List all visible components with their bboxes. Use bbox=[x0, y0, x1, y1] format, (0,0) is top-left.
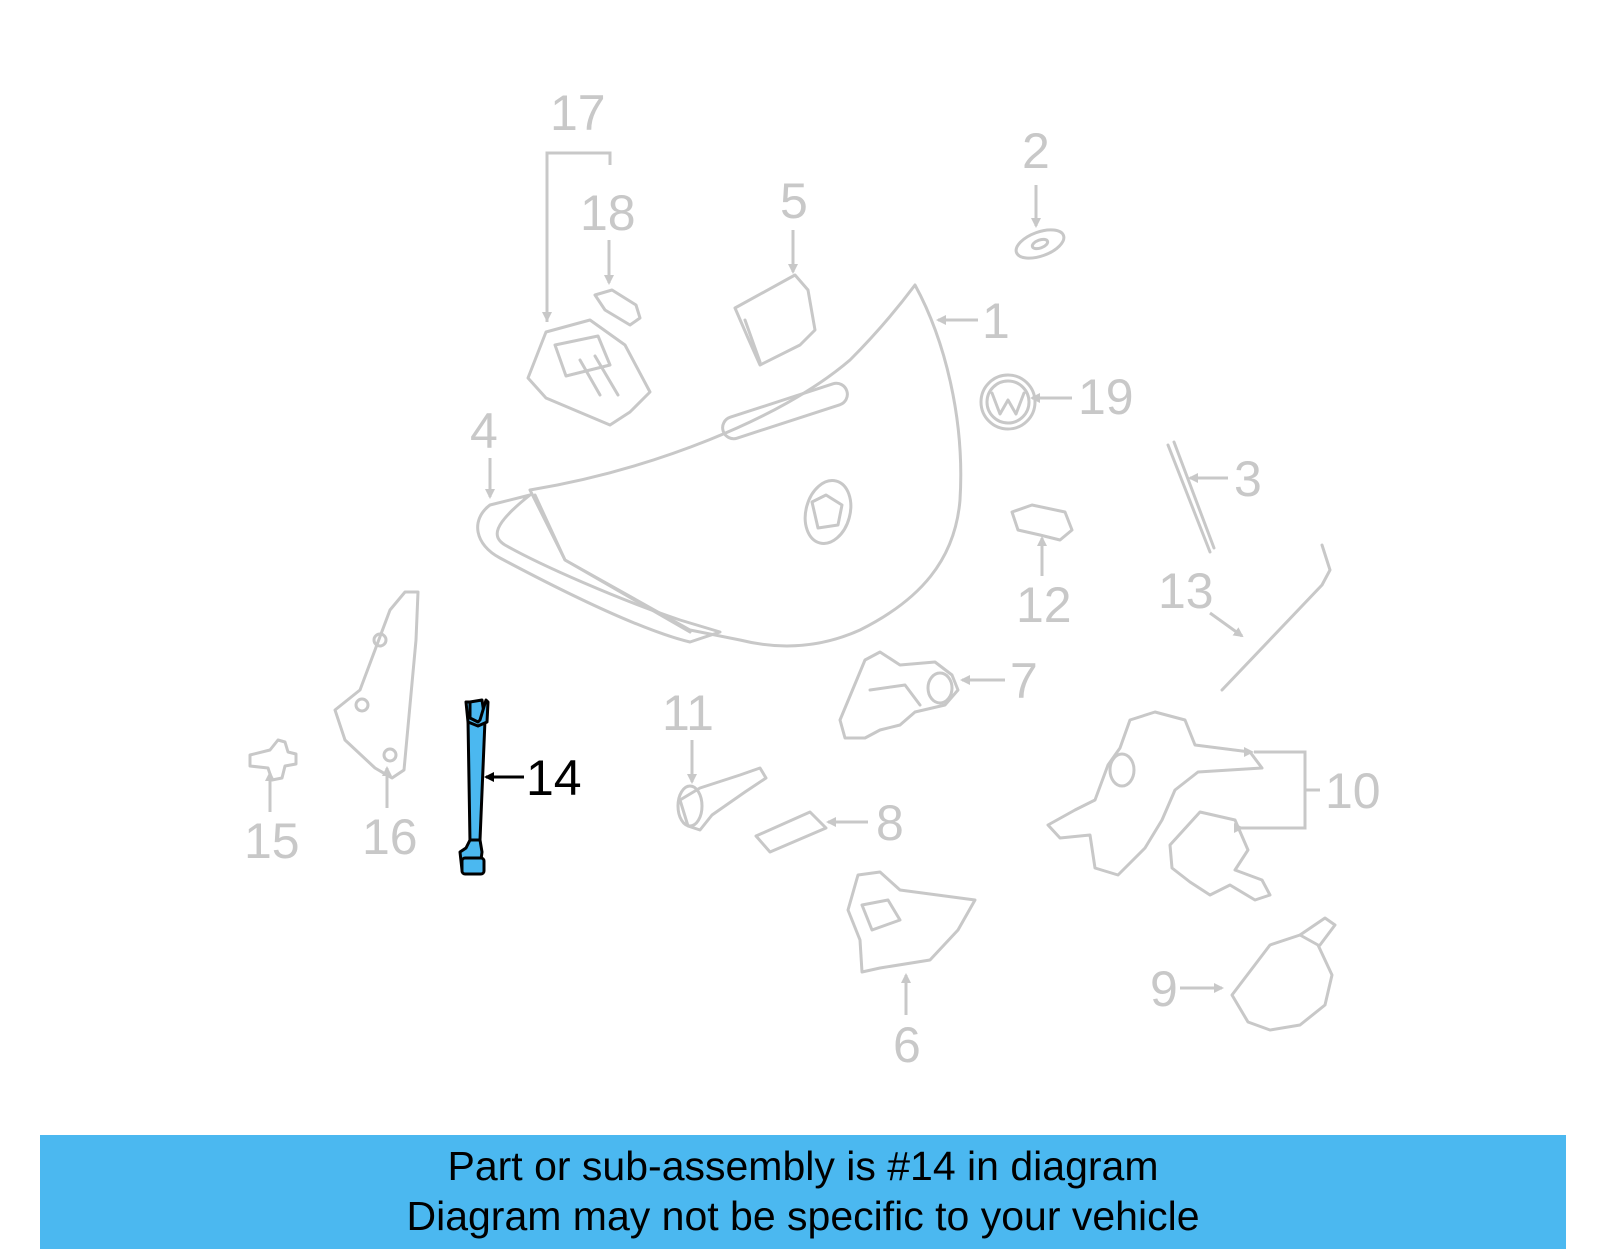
part-8-label bbox=[754, 810, 828, 854]
callout-19: 19 bbox=[1078, 369, 1134, 425]
callout-2: 2 bbox=[1022, 123, 1050, 179]
callout-14: 14 bbox=[526, 750, 582, 806]
callout-11: 11 bbox=[662, 685, 714, 741]
callout-16: 16 bbox=[362, 809, 418, 865]
part-17-lamp-housing bbox=[526, 318, 652, 427]
callout-labels: 1 2 3 4 5 6 7 8 9 10 11 12 13 14 15 16 1… bbox=[244, 85, 1381, 1073]
leader-17 bbox=[545, 151, 612, 322]
leader-lines bbox=[265, 151, 1320, 1015]
part-19-emblem bbox=[979, 373, 1037, 431]
callout-1: 1 bbox=[982, 293, 1010, 349]
part-4-lid-trim bbox=[476, 493, 722, 644]
banner-line-2: Diagram may not be specific to your vehi… bbox=[406, 1193, 1200, 1239]
part-6-latch bbox=[846, 870, 977, 974]
part-9-actuator bbox=[1230, 916, 1337, 1032]
part-1-trunk-lid bbox=[528, 283, 963, 648]
part-11-lock-cylinder bbox=[676, 766, 768, 832]
callout-12: 12 bbox=[1016, 577, 1072, 633]
banner-line-1: Part or sub-assembly is #14 in diagram bbox=[447, 1143, 1159, 1189]
part-18-bulb bbox=[593, 288, 642, 327]
callout-5: 5 bbox=[780, 173, 808, 229]
part-16-bracket bbox=[333, 590, 420, 780]
callout-6: 6 bbox=[893, 1017, 921, 1073]
part-7-hinge bbox=[838, 650, 960, 740]
leader-10 bbox=[1254, 750, 1320, 792]
part-2-grommet bbox=[1014, 228, 1066, 260]
part-5-pad bbox=[733, 273, 817, 367]
callout-7: 7 bbox=[1010, 653, 1038, 709]
info-banner: Part or sub-assembly is #14 in diagram D… bbox=[40, 1135, 1566, 1249]
part-3-strip bbox=[1166, 440, 1216, 554]
callout-3: 3 bbox=[1234, 451, 1262, 507]
part-13-rod bbox=[1220, 543, 1332, 692]
part-14-gas-strut bbox=[458, 698, 490, 876]
part-12-clip bbox=[1010, 503, 1074, 542]
callout-13: 13 bbox=[1158, 563, 1214, 619]
part-15-bolt bbox=[248, 738, 298, 782]
part-10-hinge-assembly bbox=[1046, 710, 1272, 902]
callout-9: 9 bbox=[1150, 961, 1178, 1017]
callout-10: 10 bbox=[1325, 763, 1381, 819]
callout-8: 8 bbox=[876, 795, 904, 851]
leader-13 bbox=[1209, 611, 1244, 638]
callout-18: 18 bbox=[580, 185, 636, 241]
callout-4: 4 bbox=[470, 403, 498, 459]
callout-15: 15 bbox=[244, 813, 300, 869]
callout-17: 17 bbox=[550, 85, 606, 141]
